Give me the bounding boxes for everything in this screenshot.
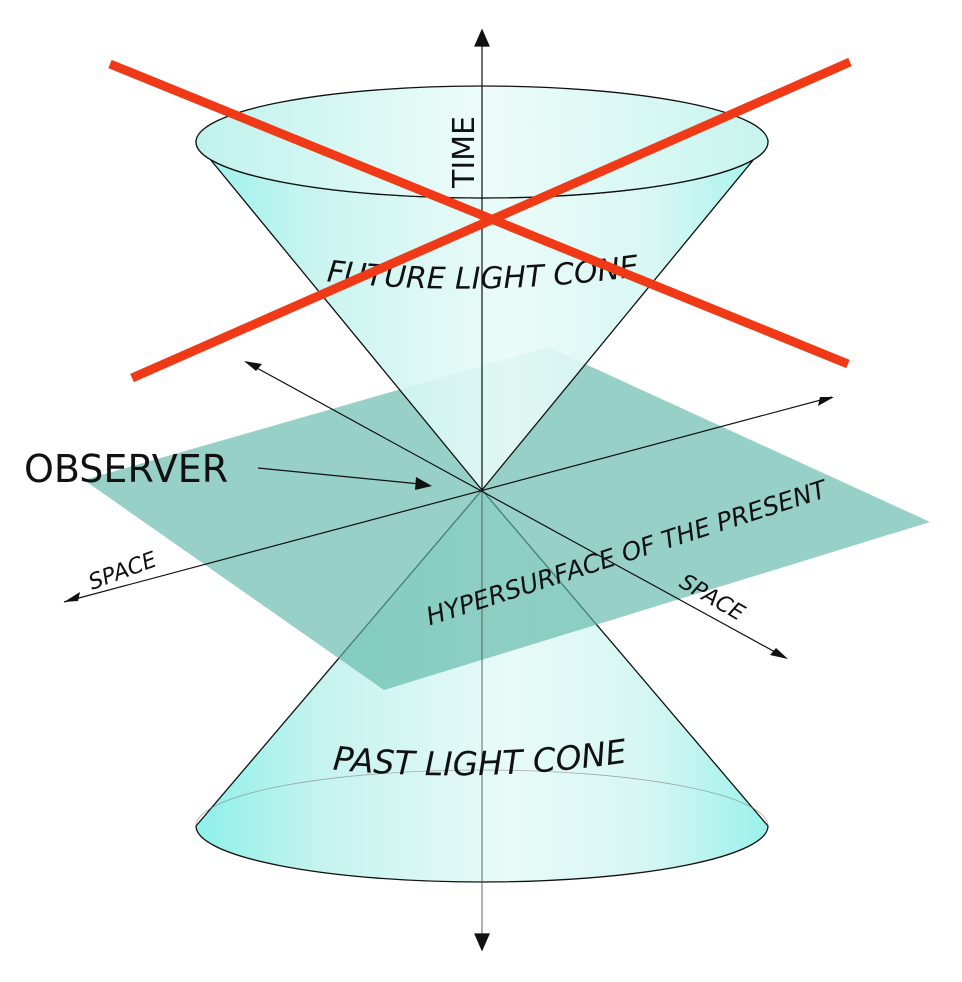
space-axis-2-arrow-upleft: [244, 361, 262, 371]
space-axis-1-arrow-left: [64, 592, 80, 602]
space-axis-1: [63, 396, 834, 603]
observer-arrow-head: [415, 477, 432, 490]
hypersurface-plane: [84, 347, 930, 690]
red-x-mark-icon: [108, 57, 852, 383]
time-label: TIME: [447, 116, 482, 189]
space-axis-2-arrow-downright: [770, 648, 788, 659]
time-axis-arrow-up: [474, 28, 490, 47]
space-axis-1-arrow-right: [818, 397, 834, 406]
time-axis-arrow-down: [474, 933, 490, 952]
observer-label: OBSERVER: [24, 447, 228, 491]
space-axis-2: [244, 361, 788, 659]
time-axis: [474, 28, 490, 952]
space-left-label: SPACE: [85, 548, 160, 596]
observer-pointer: [257, 467, 432, 490]
